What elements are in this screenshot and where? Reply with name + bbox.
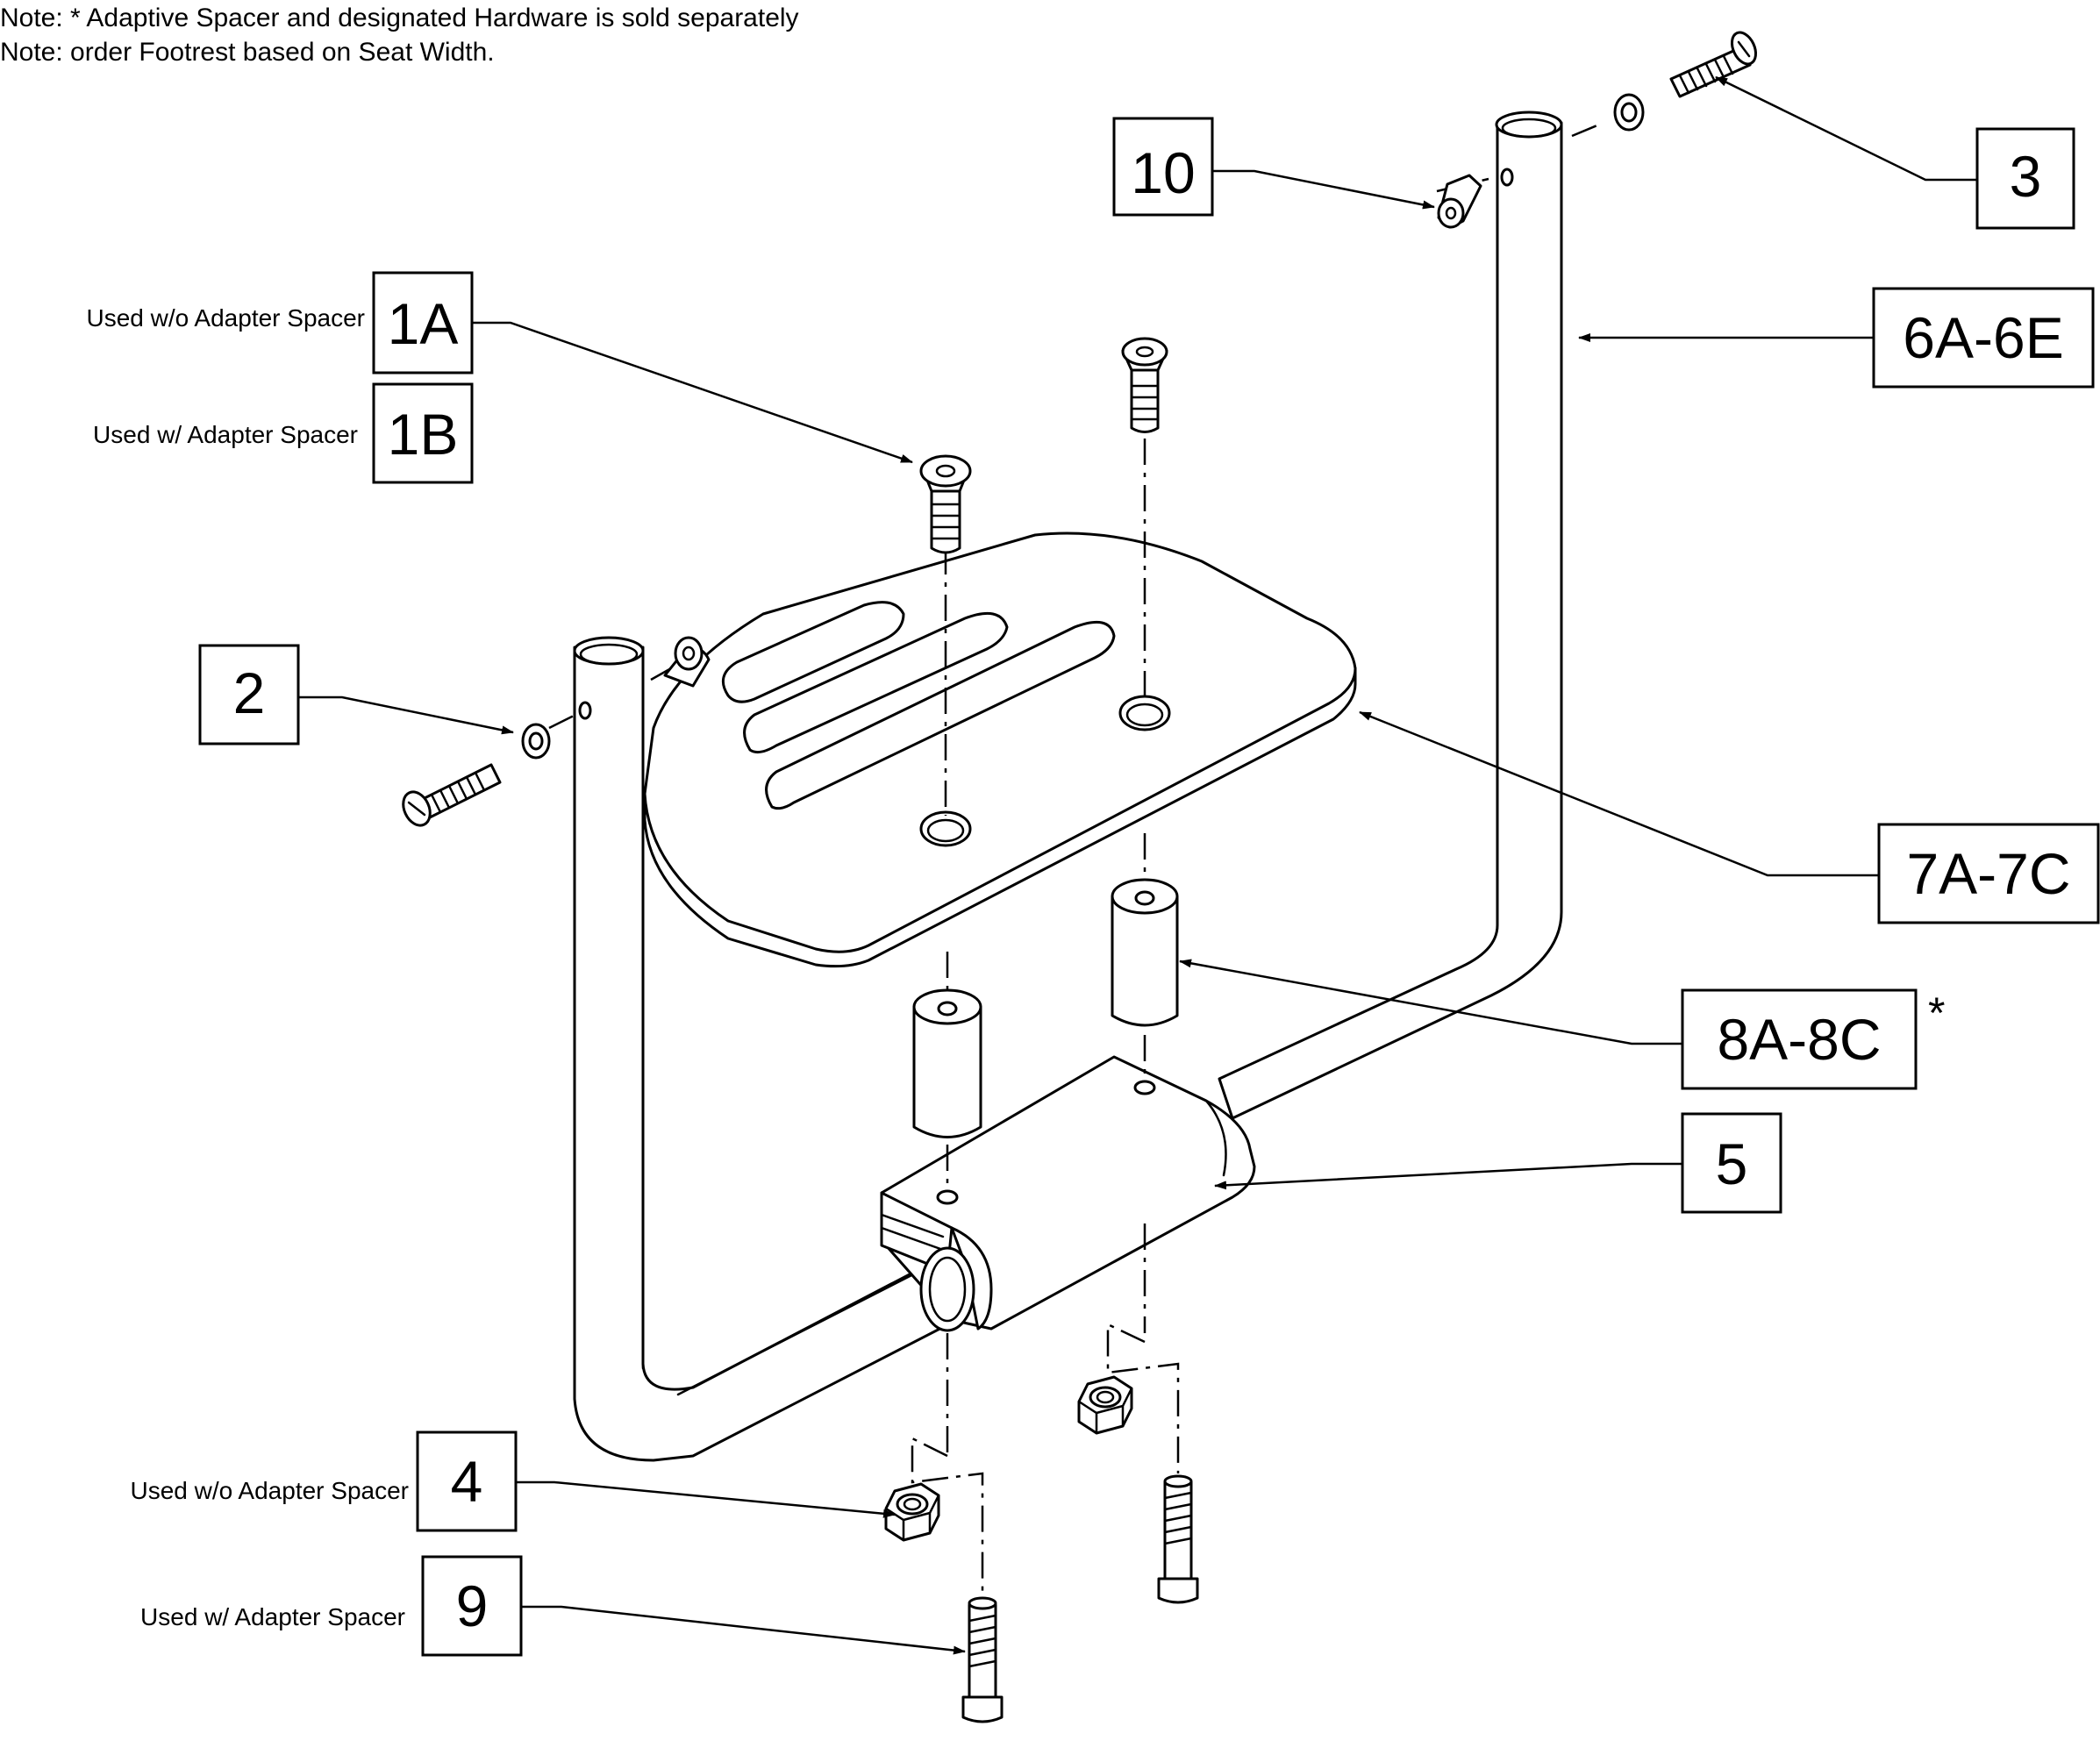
callout-10: 10 (1112, 117, 1214, 217)
hex-bolt-9 (961, 1596, 1004, 1723)
callout-7a-7c: 7A-7C (1877, 823, 2100, 924)
flat-head-screw-left (919, 454, 972, 554)
callout-1a: 1A (372, 271, 474, 375)
callout-3: 3 (1975, 127, 2075, 230)
asterisk-sold-separately: * (1928, 988, 1945, 1038)
adapter-spacer-right (1111, 878, 1179, 1027)
callout-8a-8c: 8A-8C (1681, 988, 1918, 1090)
svg-text:2: 2 (233, 660, 266, 725)
svg-text:4: 4 (451, 1449, 483, 1514)
screw-2 (402, 723, 551, 827)
note-line-2: Note: order Footrest based on Seat Width… (0, 38, 495, 67)
label-9-used-with-spacer: Used w/ Adapter Spacer (140, 1603, 405, 1630)
label-4-used-without-spacer: Used w/o Adapter Spacer (130, 1477, 409, 1504)
callout-1b: 1B (372, 382, 474, 484)
label-1b-used-with-spacer: Used w/ Adapter Spacer (93, 421, 358, 448)
hex-nut-right (1077, 1375, 1133, 1435)
foot-plate (643, 531, 1357, 968)
callout-6a-6e: 6A-6E (1872, 287, 2095, 389)
callout-4: 4 (416, 1430, 518, 1532)
label-1a-used-without-spacer: Used w/o Adapter Spacer (86, 304, 365, 332)
callout-2: 2 (198, 644, 300, 746)
barrel-nut-left (663, 636, 711, 688)
svg-text:3: 3 (2010, 144, 2042, 209)
adapter-spacer-left (912, 988, 982, 1138)
hex-nut-4 (884, 1482, 940, 1542)
svg-text:9: 9 (456, 1573, 489, 1638)
screw-3 (1613, 31, 1758, 132)
clamp-bracket (880, 1055, 1256, 1332)
barrel-nut-10 (1437, 174, 1482, 229)
footrest-tube-left (573, 636, 984, 1462)
flat-head-screw-right (1121, 337, 1168, 433)
note-line-1: Note: * Adaptive Spacer and designated H… (0, 4, 799, 32)
leader-lines (298, 75, 1977, 1655)
svg-text:8A-8C: 8A-8C (1717, 1007, 1881, 1072)
svg-text:1B: 1B (388, 402, 459, 467)
svg-text:10: 10 (1131, 140, 1195, 205)
svg-text:1A: 1A (388, 291, 459, 356)
callout-9: 9 (421, 1555, 523, 1657)
callout-5: 5 (1681, 1112, 1782, 1214)
svg-text:5: 5 (1716, 1131, 1748, 1196)
hex-bolt-right (1157, 1474, 1199, 1604)
svg-text:6A-6E: 6A-6E (1903, 305, 2063, 370)
svg-text:7A-7C: 7A-7C (1906, 841, 2070, 906)
footrest-tube-right (1218, 111, 1563, 1120)
